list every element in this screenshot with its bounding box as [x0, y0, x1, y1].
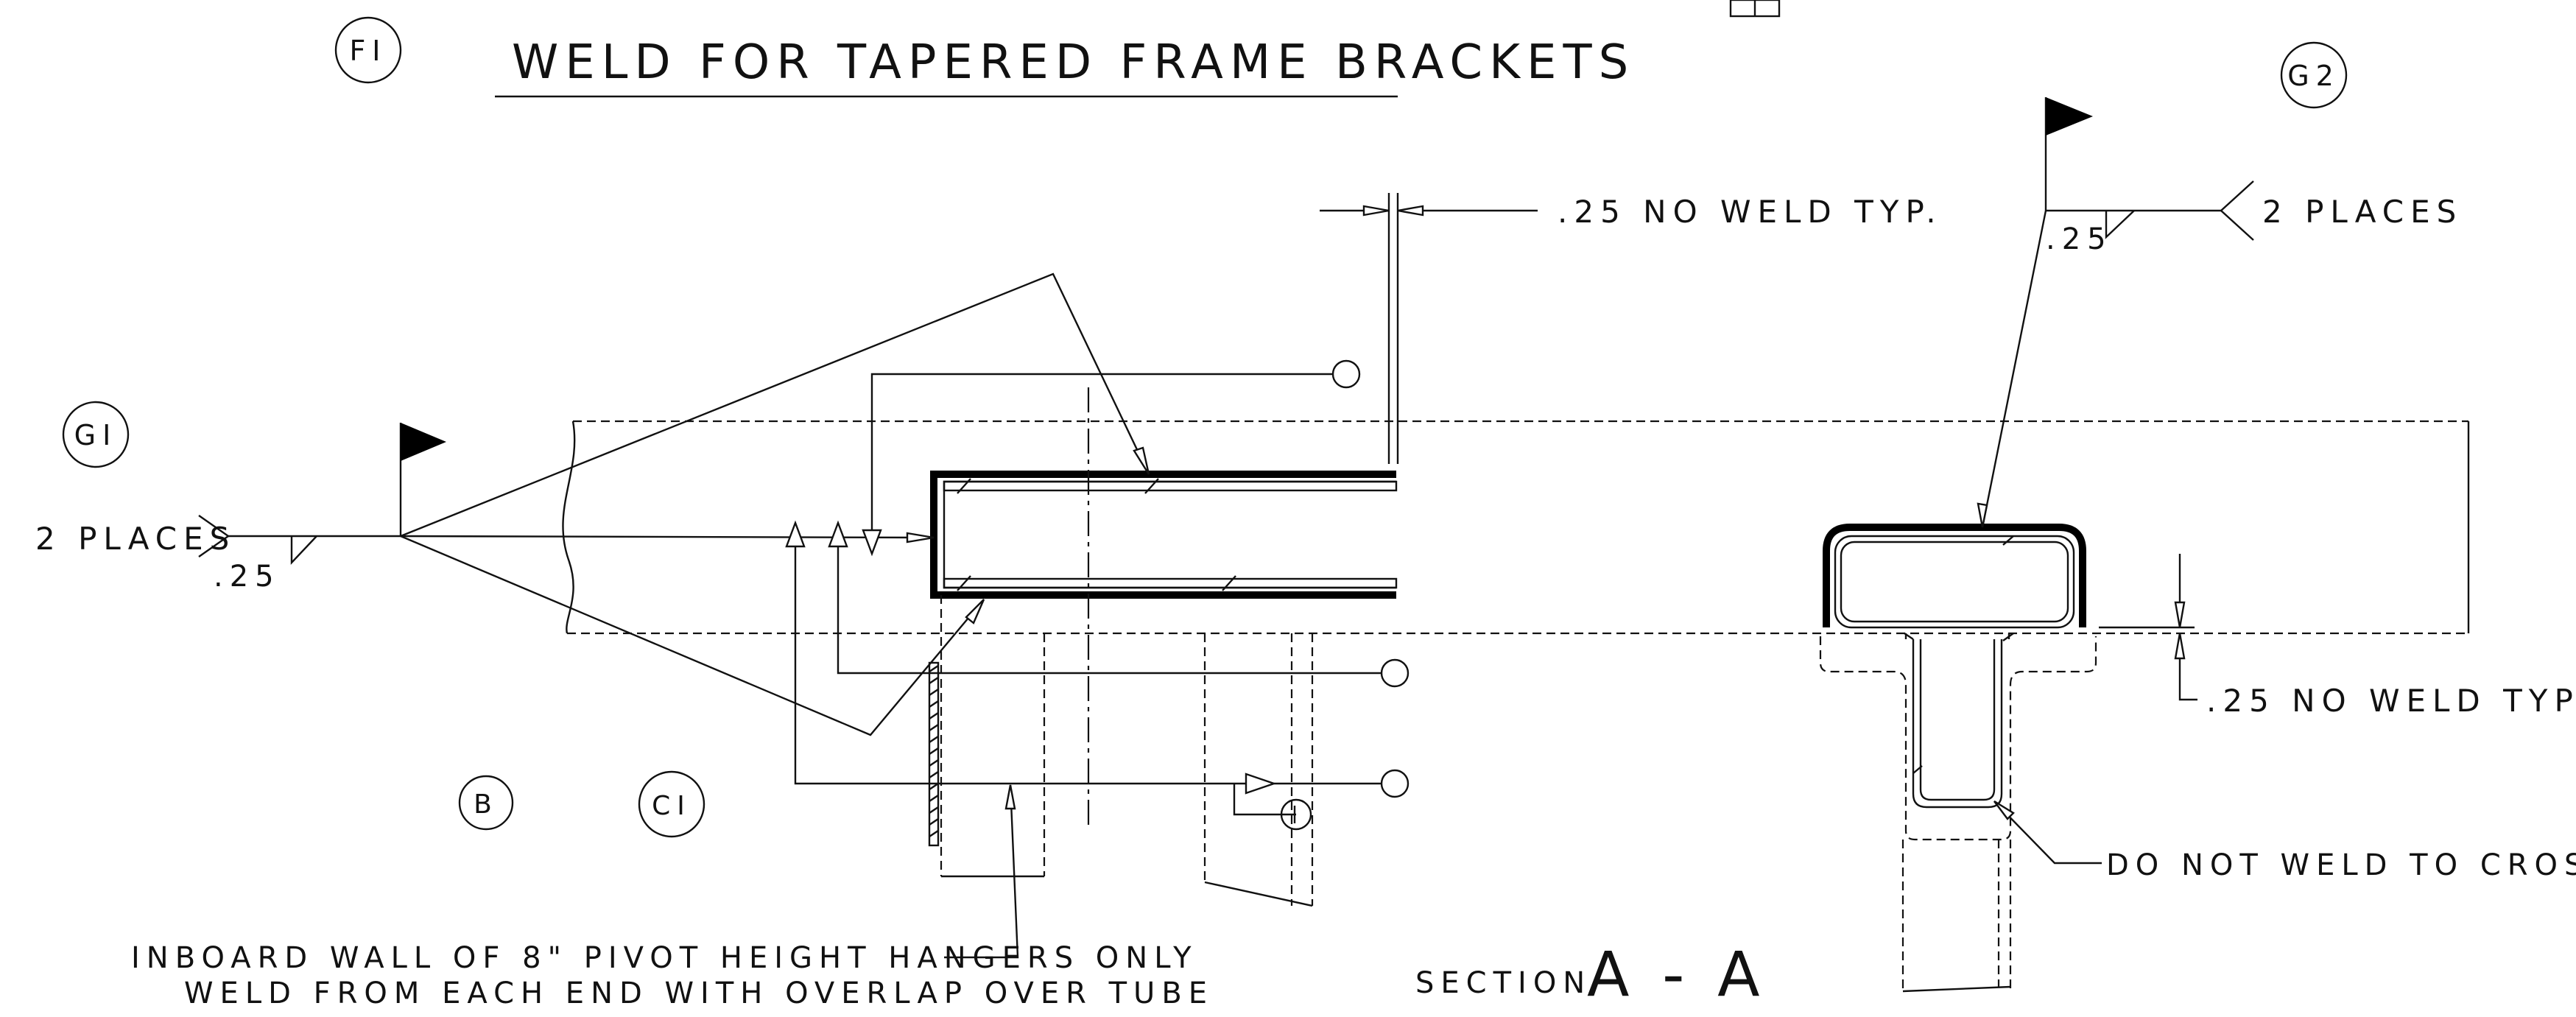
- no-weld-right-note: .25 NO WELD TYP.: [2206, 683, 2576, 719]
- bubble-f1-label: FI: [349, 35, 387, 67]
- bubble-c1-label: CI: [652, 791, 691, 821]
- weld-size-right: .25: [2046, 222, 2113, 256]
- bubble-f1: [334, 16, 402, 84]
- field-weld-flag-right: [2046, 97, 2093, 136]
- no-weld-top-note: .25 NO WELD TYP.: [1558, 194, 1943, 230]
- fillet-symbol-left: [290, 535, 317, 566]
- weld-tail-right: [2220, 180, 2254, 241]
- inboard-note-line2: WELD FROM EACH END WITH OVERLAP OVER TUB…: [184, 976, 1214, 1010]
- section-label: A - A: [1587, 938, 1767, 1010]
- callout-circle-4: [1280, 798, 1312, 831]
- bubble-g2: [2280, 41, 2348, 109]
- tube-channel-outer: [930, 471, 1396, 599]
- weld-size-left: .25: [214, 560, 281, 594]
- bubble-c1: [638, 770, 705, 838]
- inboard-wall-plate: [928, 661, 940, 847]
- fillet-symbol-right: [2105, 210, 2135, 239]
- inboard-note-line1: INBOARD WALL OF 8" PIVOT HEIGHT HANGERS …: [131, 941, 1198, 975]
- tube-section: [1823, 524, 2086, 627]
- left-view: .25 NO WELD TYP. GI 2 PLACES .25: [35, 193, 2470, 1010]
- bubble-g1-label: GI: [74, 419, 118, 451]
- bubble-g2-label: G2: [2287, 60, 2340, 92]
- break-line: [562, 420, 576, 634]
- bubble-b-label: B: [474, 789, 499, 820]
- field-weld-flag-left: [401, 423, 446, 461]
- section-a-a: SECTION A - A G2 .25 2 PLACES: [1415, 41, 2576, 1010]
- bubble-g1: [62, 401, 130, 468]
- cut-off-fragment: [1729, 0, 1781, 18]
- do-not-weld-note: DO NOT WELD TO CROSSMEMBER: [2106, 848, 2576, 882]
- places-left-note: 2 PLACES: [35, 521, 236, 557]
- bubble-b: [458, 775, 514, 831]
- callout-circle-1: [1331, 359, 1361, 389]
- places-right-note: 2 PLACES: [2262, 194, 2463, 230]
- title-block: FI WELD FOR TAPERED FRAME BRACKETS: [334, 16, 1635, 98]
- drawing-title: WELD FOR TAPERED FRAME BRACKETS: [512, 35, 1635, 90]
- section-prefix: SECTION: [1415, 966, 1591, 1000]
- callout-circle-3: [1380, 769, 1410, 798]
- callout-circle-2: [1380, 658, 1410, 688]
